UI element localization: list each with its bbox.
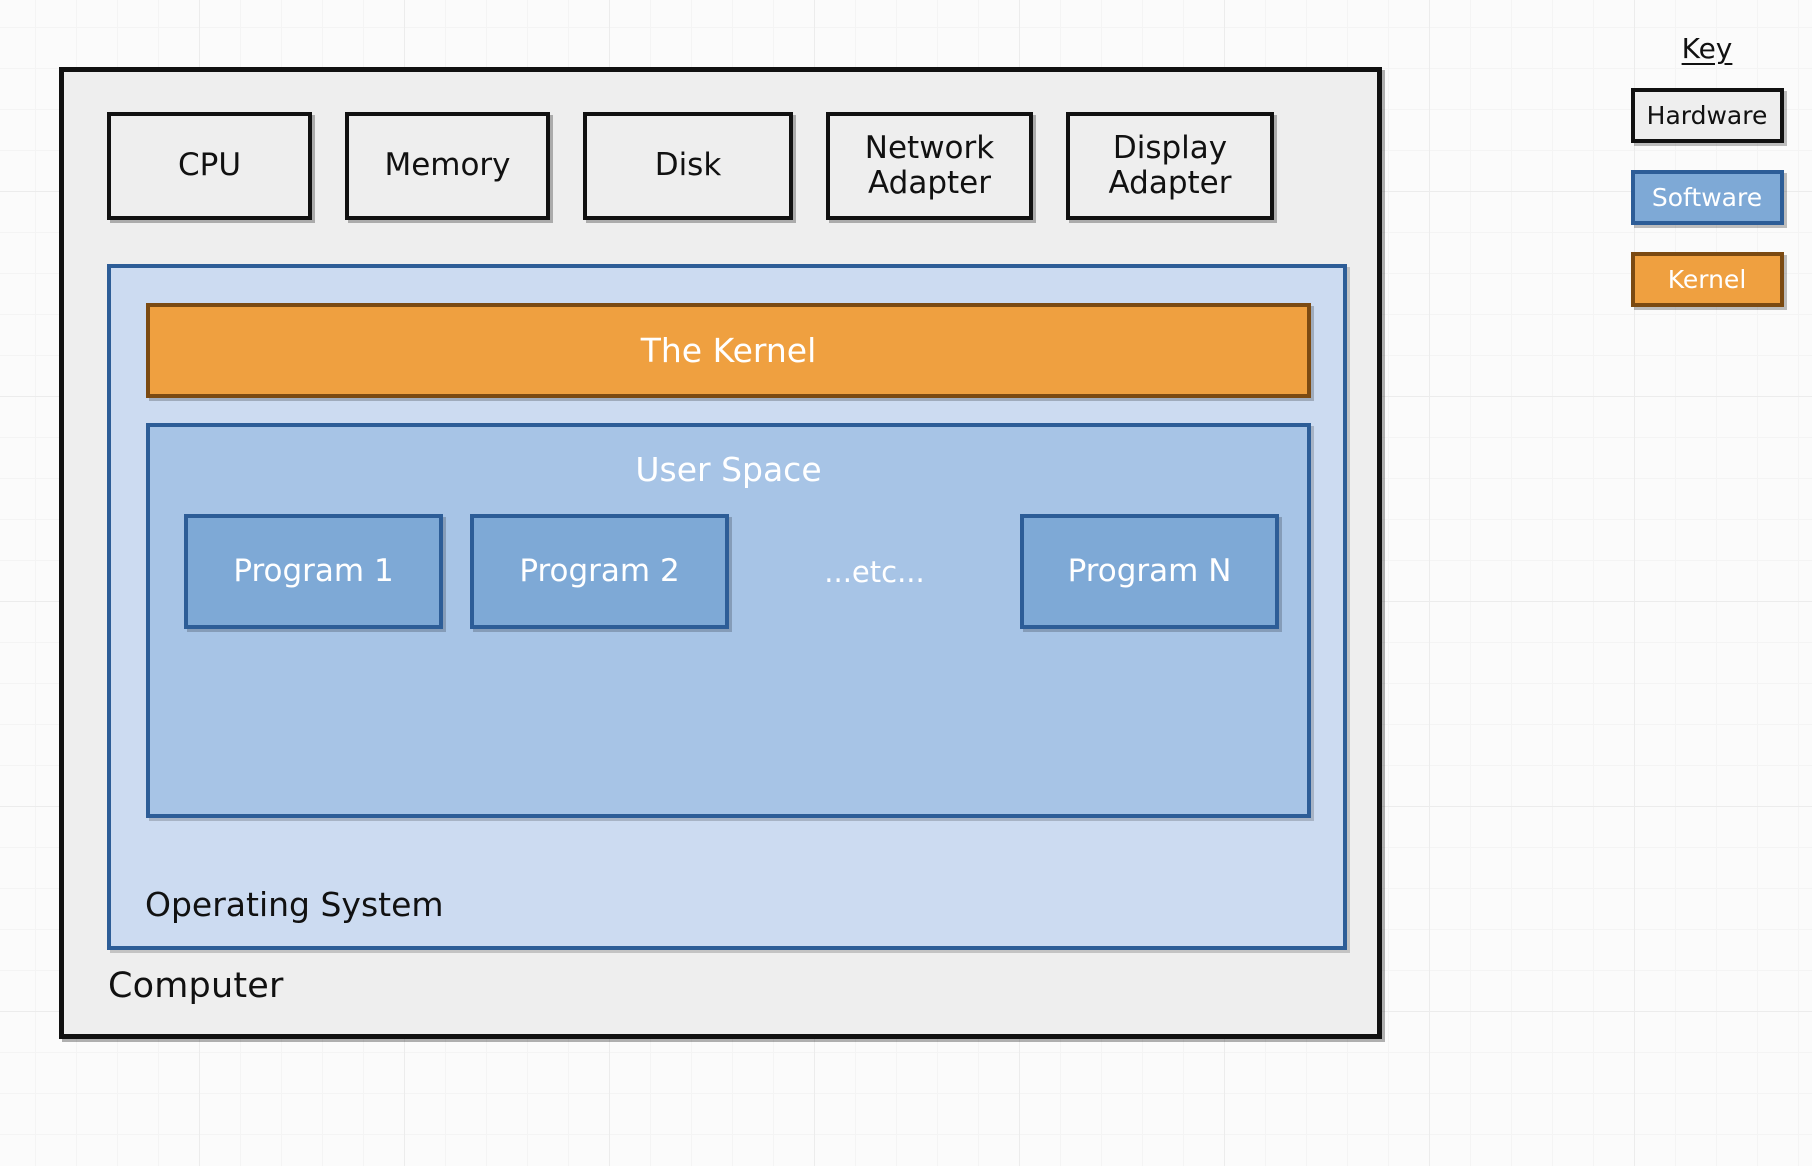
- hardware-label-cpu: CPU: [177, 147, 242, 184]
- hardware-box-memory[interactable]: Memory: [345, 112, 550, 220]
- program-box-2[interactable]: Program 2: [470, 514, 729, 629]
- key-label-hardware: Hardware: [1646, 101, 1768, 130]
- key-legend: Key Hardware Software Kernel: [1617, 32, 1797, 307]
- key-item-kernel: Kernel: [1630, 252, 1784, 307]
- program-box-1[interactable]: Program 1: [184, 514, 443, 629]
- kernel-box[interactable]: The Kernel: [146, 303, 1311, 398]
- user-space-container: User Space Program 1 Program 2 ...etc...…: [146, 423, 1311, 818]
- user-space-label: User Space: [635, 450, 822, 489]
- computer-label: Computer: [108, 966, 284, 1006]
- program-row: Program 1 Program 2 ...etc... Program N: [184, 514, 1279, 629]
- hardware-box-disk[interactable]: Disk: [583, 112, 793, 220]
- hardware-box-network-adapter[interactable]: Network Adapter: [826, 112, 1033, 220]
- computer-container: CPU Memory Disk Network Adapter Display …: [59, 67, 1382, 1039]
- operating-system-container: The Kernel User Space Program 1 Program …: [107, 264, 1347, 950]
- hardware-box-cpu[interactable]: CPU: [107, 112, 312, 220]
- hardware-label-memory: Memory: [384, 147, 511, 184]
- key-title: Key: [1681, 32, 1733, 65]
- key-item-software: Software: [1630, 170, 1784, 225]
- kernel-label: The Kernel: [640, 330, 817, 370]
- program-label-n: Program N: [1067, 552, 1232, 589]
- key-label-software: Software: [1651, 183, 1763, 212]
- hardware-label-display-adapter: Display Adapter: [1108, 129, 1232, 201]
- program-label-2: Program 2: [519, 552, 680, 589]
- program-label-1: Program 1: [233, 552, 394, 589]
- key-label-kernel: Kernel: [1667, 265, 1747, 294]
- operating-system-label: Operating System: [145, 885, 444, 924]
- program-box-n[interactable]: Program N: [1020, 514, 1279, 629]
- hardware-component-row: CPU Memory Disk Network Adapter Display …: [107, 112, 1347, 220]
- key-item-hardware: Hardware: [1630, 88, 1784, 143]
- hardware-box-display-adapter[interactable]: Display Adapter: [1066, 112, 1274, 220]
- etc-label: ...etc...: [824, 554, 925, 589]
- hardware-label-network-adapter: Network Adapter: [864, 129, 995, 201]
- hardware-label-disk: Disk: [654, 147, 722, 184]
